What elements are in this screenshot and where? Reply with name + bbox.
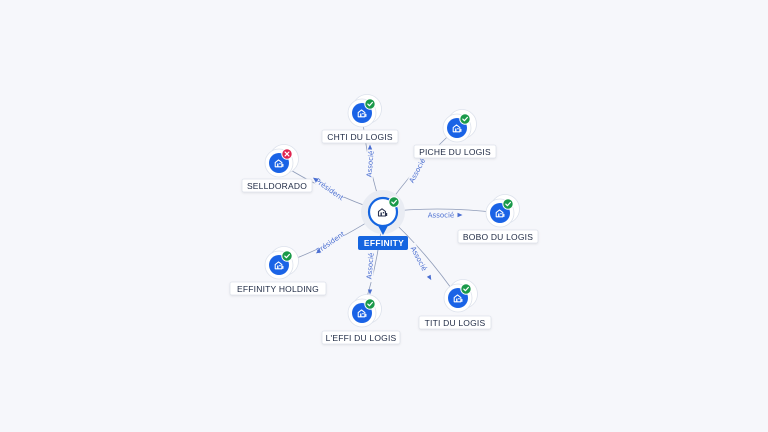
node-label-box-titi	[418, 315, 492, 330]
building-icon	[453, 294, 463, 303]
active-status-icon	[388, 196, 400, 208]
active-status-icon	[364, 298, 376, 310]
center-node[interactable]: EFFINITY	[358, 190, 408, 250]
node-leffi[interactable]: L'EFFI DU LOGIS	[321, 294, 401, 345]
edge-label-bg-titi	[407, 242, 430, 275]
edge-label-group-bobo: Associé	[425, 211, 457, 220]
edge-label-group-selldorado: Président	[314, 176, 346, 202]
edge-label-bg-leffi	[364, 249, 376, 283]
node-label-box-bobo	[457, 229, 539, 244]
edge-label-bobo: Associé	[428, 212, 454, 220]
edge-label-group-chti: Associé	[364, 147, 376, 181]
node-label-box-selldorado	[241, 178, 313, 193]
edge-arrow-selldorado	[312, 177, 319, 183]
node-bobo[interactable]: BOBO DU LOGIS	[457, 194, 539, 244]
active-status-icon	[502, 198, 514, 210]
building-icon	[274, 159, 284, 168]
building-icon	[452, 124, 462, 133]
building-icon	[357, 109, 367, 118]
node-label-chti: CHTI DU LOGIS	[321, 129, 399, 144]
edge-arrow-titi	[426, 274, 432, 281]
edge-label-selldorado: Président	[314, 177, 346, 202]
node-effinity-holding[interactable]: EFFINITY HOLDING	[229, 246, 327, 296]
building-icon	[274, 261, 284, 270]
node-label-box-effinity-holding	[229, 281, 327, 296]
center-label: EFFINITY	[358, 236, 408, 250]
active-status-icon	[459, 113, 471, 125]
node-label-box-chti	[321, 129, 399, 144]
node-selldorado[interactable]: SELLDORADO	[241, 144, 313, 193]
edge-label-bg-bobo	[425, 211, 457, 219]
active-status-icon	[281, 250, 293, 262]
edge-label-group-piche: Associé	[406, 154, 429, 187]
center-label-text: EFFINITY	[364, 238, 404, 248]
node-label-text-piche: PICHE DU LOGIS	[419, 147, 491, 157]
edge-label-piche: Associé	[408, 157, 427, 184]
building-icon	[377, 208, 388, 217]
node-label-bobo: BOBO DU LOGIS	[457, 229, 539, 244]
building-icon	[495, 209, 505, 218]
node-label-piche: PICHE DU LOGIS	[413, 144, 497, 159]
edge-label-bg-selldorado	[314, 176, 345, 202]
active-status-icon	[364, 98, 376, 110]
edge-label-group-leffi: Associé	[364, 249, 376, 283]
edge-label-chti: Associé	[365, 150, 375, 177]
nodes-layer: CHTI DU LOGIS PICHE DU LOGIS BOBO DU LOGIS…	[229, 94, 539, 345]
edge-arrow-effinity-holding	[315, 248, 322, 254]
active-status-icon	[460, 283, 472, 295]
node-label-text-leffi: L'EFFI DU LOGIS	[326, 333, 397, 343]
center-label-box	[358, 236, 408, 250]
edge-arrow-bobo	[457, 212, 463, 218]
edge-label-bg-chti	[364, 147, 376, 181]
edge-arrow-chti	[367, 144, 373, 150]
node-chti[interactable]: CHTI DU LOGIS	[321, 94, 399, 144]
node-label-selldorado: SELLDORADO	[241, 178, 313, 193]
node-label-titi: TITI DU LOGIS	[418, 315, 492, 330]
node-label-text-titi: TITI DU LOGIS	[425, 318, 486, 328]
node-label-text-chti: CHTI DU LOGIS	[327, 132, 393, 142]
building-icon	[357, 309, 367, 318]
closed-status-icon	[281, 148, 293, 160]
edge-label-titi: Associé	[409, 245, 428, 272]
node-label-text-bobo: BOBO DU LOGIS	[463, 232, 533, 242]
edge-label-bg-piche	[406, 154, 429, 187]
node-label-box-leffi	[321, 330, 401, 345]
node-label-text-effinity-holding: EFFINITY HOLDING	[237, 284, 319, 294]
node-label-text-selldorado: SELLDORADO	[247, 181, 307, 191]
node-piche[interactable]: PICHE DU LOGIS	[413, 109, 497, 159]
edge-label-leffi: Associé	[365, 252, 375, 279]
node-label-box-piche	[413, 144, 497, 159]
node-titi[interactable]: TITI DU LOGIS	[418, 279, 492, 330]
edge-arrow-leffi	[367, 289, 373, 295]
edge-label-bg-effinity-holding	[315, 229, 346, 255]
node-label-effinity-holding: EFFINITY HOLDING	[229, 281, 327, 296]
node-label-leffi: L'EFFI DU LOGIS	[321, 330, 401, 345]
